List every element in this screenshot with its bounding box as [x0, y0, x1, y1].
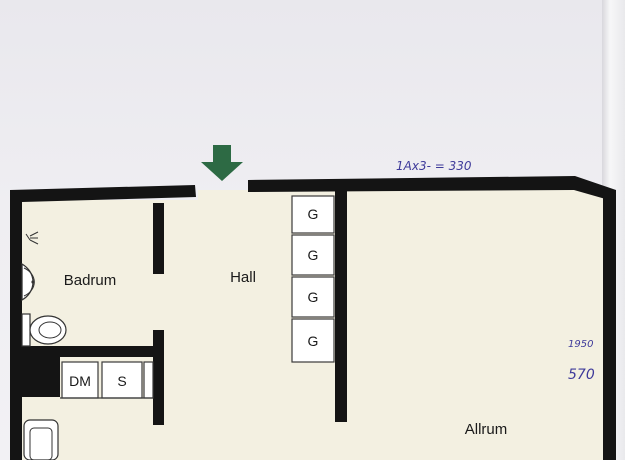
wardrobe-label: G	[308, 206, 319, 222]
wardrobe-box	[291, 195, 335, 234]
entrance-arrow-icon	[201, 145, 243, 181]
wardrobe-label: G	[308, 333, 319, 349]
wardrobe-box	[291, 276, 335, 318]
outer-wall-right	[603, 190, 616, 460]
bathtub-icon	[23, 419, 59, 460]
wardrobe-label: G	[308, 247, 319, 263]
shower-head-icon	[25, 231, 39, 245]
sink-icon	[21, 262, 35, 302]
room-label-hall: Hall	[230, 269, 256, 286]
handwritten-note-side-bottom: 570	[568, 367, 595, 383]
wardrobe-box	[291, 318, 335, 363]
dm-label: DM	[69, 373, 91, 389]
wall-badrum-bottom	[22, 346, 164, 357]
narrow-cabinet	[143, 361, 154, 399]
wardrobe-label: G	[308, 289, 319, 305]
outer-wall-top-right	[248, 176, 616, 202]
wall-allrum-left	[335, 190, 347, 422]
wall-badrum-upper	[153, 203, 164, 274]
room-label-badrum: Badrum	[64, 272, 117, 289]
wall-badrum-lower	[153, 330, 164, 425]
s-label: S	[117, 373, 126, 389]
wardrobe-column: G G G G	[291, 195, 335, 363]
handwritten-note-top: 1Ax3- = 330	[396, 159, 472, 173]
dishwasher-box	[61, 361, 99, 399]
wardrobe-box	[291, 234, 335, 276]
wall-closet-block	[22, 357, 60, 397]
toilet-icon	[21, 313, 67, 347]
room-label-allrum: Allrum	[465, 421, 508, 438]
handwritten-note-side-top: 1950	[568, 339, 593, 350]
